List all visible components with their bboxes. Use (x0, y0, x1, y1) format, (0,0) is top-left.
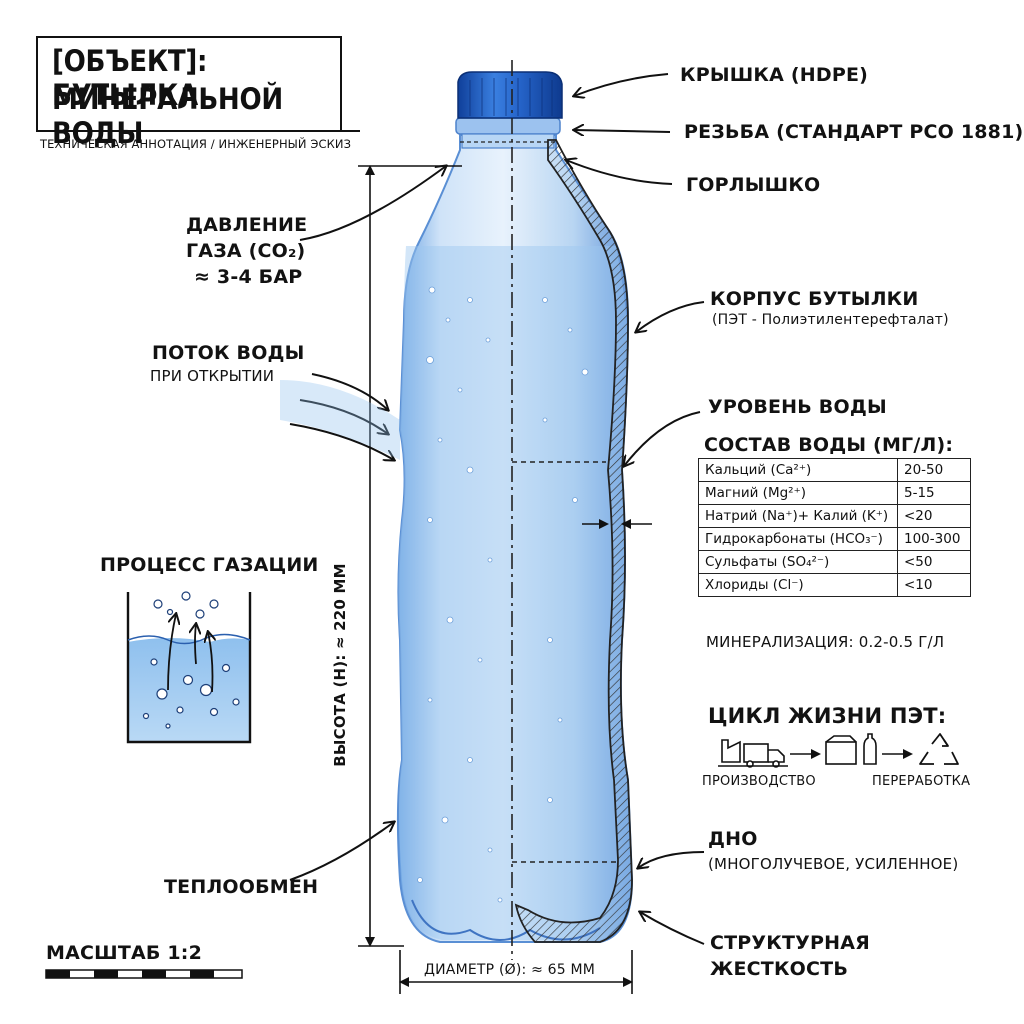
lifecycle-production: ПРОИЗВОДСТВО (702, 774, 816, 789)
table-row: Кальций (Ca²⁺)20-50 (698, 458, 971, 482)
label-bottom-line1: ДНО (708, 828, 758, 850)
title-box: [ОБЪЕКТ]: БУТЫЛКА МИНЕРАЛЬНОЙ ВОДЫ (36, 36, 342, 150)
table-cell-name: Магний (Mg²⁺) (698, 481, 898, 505)
table-cell-name: Сульфаты (SO₄²⁻) (698, 550, 898, 574)
table-cell-value: 5-15 (897, 481, 971, 505)
table-cell-value: <50 (897, 550, 971, 574)
neck-thread (461, 133, 555, 149)
composition-table: Кальций (Ca²⁺)20-50 Магний (Mg²⁺)5-15 На… (698, 458, 971, 597)
label-carbonation: ПРОЦЕСС ГАЗАЦИИ (100, 554, 319, 576)
scale-bar (45, 969, 243, 979)
factory-truck-icon (718, 739, 788, 768)
composition-title: СОСТАВ ВОДЫ (МГ/Л): (704, 434, 954, 456)
label-pressure-line2: ГАЗА (CO₂) (186, 240, 306, 262)
table-cell-name: Кальций (Ca²⁺) (698, 458, 898, 482)
table-row: Гидрокарбонаты (HCO₃⁻)100-300 (698, 527, 971, 551)
label-rigidity-line2: ЖЕСТКОСТЬ (710, 958, 849, 980)
lifecycle-title: ЦИКЛ ЖИЗНИ ПЭТ: (708, 704, 947, 728)
diameter-dimension (399, 950, 633, 994)
wall-section-hatch (514, 139, 633, 943)
label-pressure-line3: ≈ 3-4 БАР (194, 266, 303, 288)
table-cell-value: <20 (897, 504, 971, 528)
water-fill (398, 246, 631, 940)
mineralization: МИНЕРАЛИЗАЦИЯ: 0.2-0.5 Г/Л (706, 633, 945, 651)
bottle-bubbles (417, 286, 589, 903)
label-heat-exchange: ТЕПЛООБМЕН (164, 876, 319, 898)
carbonation-tank (126, 591, 252, 744)
cap-shape (457, 71, 563, 119)
label-thread: РЕЗЬБА (СТАНДАРТ PCO 1881) (684, 121, 1024, 143)
flow-glow (280, 380, 400, 460)
recycle-icon (919, 733, 959, 765)
label-rigidity-line1: СТРУКТУРНАЯ (710, 932, 870, 954)
table-cell-value: 100-300 (897, 527, 971, 551)
title-line-2: МИНЕРАЛЬНОЙ ВОДЫ (52, 82, 283, 150)
leader-arrows (289, 73, 705, 945)
label-bottom-line2: (МНОГОЛУЧЕВОЕ, УСИЛЕННОЕ) (708, 855, 959, 873)
label-body-line1: КОРПУС БУТЫЛКИ (710, 288, 919, 310)
label-pressure-line1: ДАВЛЕНИЕ (186, 214, 308, 236)
table-cell-value: 20-50 (897, 458, 971, 482)
label-flow-line2: ПРИ ОТКРЫТИИ (150, 367, 275, 385)
label-cap: КРЫШКА (HDPE) (680, 64, 869, 86)
label-flow-line1: ПОТОК ВОДЫ (152, 342, 305, 364)
label-neck: ГОРЛЫШКО (686, 174, 821, 196)
table-row: Магний (Mg²⁺)5-15 (698, 481, 971, 505)
label-height: ВЫСОТА (H): ≈ 220 мм (331, 563, 349, 767)
neck-ring (455, 117, 561, 135)
title-underline (36, 130, 360, 132)
table-cell-name: Хлориды (Cl⁻) (698, 573, 898, 597)
table-row: Сульфаты (SO₄²⁻)<50 (698, 550, 971, 574)
subtitle: ТЕХНИЧЕСКАЯ АННОТАЦИЯ / ИНЖЕНЕРНЫЙ ЭСКИЗ (40, 137, 352, 151)
table-cell-value: <10 (897, 573, 971, 597)
package-bottle-icon (825, 733, 877, 765)
lifecycle-recycling: ПЕРЕРАБОТКА (872, 774, 971, 789)
table-cell-name: Гидрокарбонаты (HCO₃⁻) (698, 527, 898, 551)
table-row: Хлориды (Cl⁻)<10 (698, 573, 971, 597)
label-water-level: УРОВЕНЬ ВОДЫ (708, 396, 887, 418)
table-cell-name: Натрий (Na⁺)+ Калий (K⁺) (698, 504, 898, 528)
title-line-1: [ОБЪЕКТ]: БУТЫЛКА (52, 44, 208, 112)
bottle-illustration (396, 60, 634, 960)
flow-arrows (289, 373, 394, 460)
label-scale: МАСШТАБ 1:2 (46, 942, 203, 964)
label-diameter: ДИАМЕТР (Ø): ≈ 65 мм (424, 962, 596, 978)
label-body-line2: (ПЭТ - Полиэтилентерефталат) (712, 312, 949, 328)
table-row: Натрий (Na⁺)+ Калий (K⁺)<20 (698, 504, 971, 528)
